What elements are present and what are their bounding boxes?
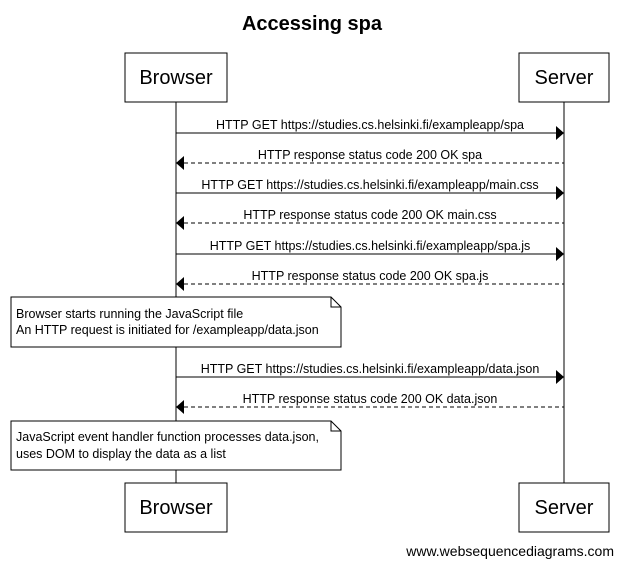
note-line: An HTTP request is initiated for /exampl… (16, 323, 319, 337)
participant-server-bottom-label: Server (535, 497, 594, 519)
message-response-spa-js: HTTP response status code 200 OK spa.js (176, 269, 564, 291)
participant-browser-top: Browser (124, 52, 228, 103)
arrowhead-icon (556, 126, 564, 140)
participant-browser-bottom: Browser (124, 482, 228, 533)
diagram-title: Accessing spa (242, 13, 383, 35)
message-response-spa: HTTP response status code 200 OK spa (176, 148, 564, 170)
arrowhead-icon (556, 186, 564, 200)
arrowhead-icon (176, 216, 184, 230)
message-get-data-json: HTTP GET https://studies.cs.helsinki.fi/… (176, 362, 564, 384)
message-label: HTTP GET https://studies.cs.helsinki.fi/… (216, 118, 524, 132)
footer-watermark: www.websequencediagrams.com (405, 543, 614, 559)
arrowhead-icon (176, 156, 184, 170)
note-line: uses DOM to display the data as a list (16, 447, 226, 461)
message-response-main-css: HTTP response status code 200 OK main.cs… (176, 208, 564, 230)
message-label: HTTP GET https://studies.cs.helsinki.fi/… (201, 362, 540, 376)
message-label: HTTP response status code 200 OK main.cs… (243, 208, 496, 222)
message-get-main-css: HTTP GET https://studies.cs.helsinki.fi/… (176, 178, 564, 200)
note-line: Browser starts running the JavaScript fi… (16, 307, 243, 321)
message-get-spa: HTTP GET https://studies.cs.helsinki.fi/… (176, 118, 564, 140)
message-label: HTTP GET https://studies.cs.helsinki.fi/… (201, 178, 538, 192)
note-browser-runs-js: Browser starts running the JavaScript fi… (10, 296, 342, 348)
message-label: HTTP response status code 200 OK spa (258, 148, 482, 162)
participant-server-bottom: Server (518, 482, 610, 533)
participant-browser-bottom-label: Browser (139, 497, 213, 519)
participant-server-top: Server (518, 52, 610, 103)
message-label: HTTP response status code 200 OK data.js… (243, 392, 498, 406)
message-label: HTTP GET https://studies.cs.helsinki.fi/… (210, 239, 531, 253)
arrowhead-icon (176, 400, 184, 414)
arrowhead-icon (556, 247, 564, 261)
message-get-spa-js: HTTP GET https://studies.cs.helsinki.fi/… (176, 239, 564, 261)
note-event-handler: JavaScript event handler function proces… (10, 420, 342, 471)
participant-browser-top-label: Browser (139, 67, 213, 89)
message-label: HTTP response status code 200 OK spa.js (252, 269, 489, 283)
arrowhead-icon (176, 277, 184, 291)
note-line: JavaScript event handler function proces… (16, 430, 319, 444)
message-response-data-json: HTTP response status code 200 OK data.js… (176, 392, 564, 414)
participant-server-top-label: Server (535, 67, 594, 89)
arrowhead-icon (556, 370, 564, 384)
